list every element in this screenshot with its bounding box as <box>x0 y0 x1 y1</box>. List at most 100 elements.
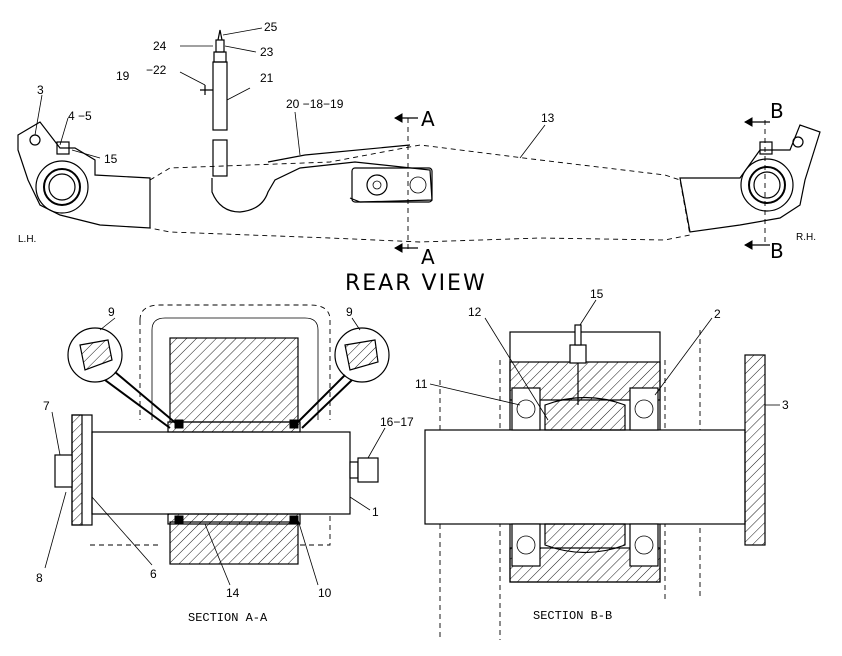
leader-14 <box>204 523 231 586</box>
section-b-flange <box>744 354 766 546</box>
leader-8 <box>44 491 67 569</box>
right-bearing-outer <box>740 158 794 212</box>
leader-7 <box>51 411 61 456</box>
detail-left-leader-a <box>114 371 179 426</box>
left-bearing-inner <box>43 168 81 206</box>
section-b-letter-bottom: B <box>770 239 784 263</box>
section-a-plate-hatch <box>71 414 83 526</box>
section-b-letter-top: B <box>770 99 784 123</box>
section-a-seal-tl <box>174 419 184 429</box>
callout-14: 14 <box>226 586 240 600</box>
rear-view-title: REAR VIEW <box>345 271 487 296</box>
leader-9-right <box>351 317 361 331</box>
callout-22: −22 <box>146 63 167 77</box>
leader-1 <box>349 496 371 511</box>
detail-bubble-left-seal <box>79 339 113 371</box>
left-lug-hole <box>29 134 41 146</box>
detail-bubble-right <box>334 327 390 383</box>
leader-3 <box>34 94 43 136</box>
detail-right-leader-b <box>301 379 353 429</box>
left-bearing-core <box>48 173 76 201</box>
right-bearing-inner <box>748 166 786 204</box>
leader-2 <box>654 317 713 396</box>
section-b-fitting-stem <box>574 324 582 346</box>
callout-20-18-19: 20 −18−19 <box>286 97 344 111</box>
section-b-bearing-tr <box>629 387 659 431</box>
elbow-22 <box>200 85 213 95</box>
section-b-caption: SECTION B-B <box>533 609 612 623</box>
section-a-letter-top: A <box>421 107 435 131</box>
axle-beam-outline <box>149 144 691 243</box>
rear-view: A A B B L.H. R.H. REAR VIEW 3 4 −5 15 13… <box>17 20 821 296</box>
section-a-grease-nipple <box>357 457 379 483</box>
leader-15-secb <box>579 299 597 326</box>
section-a-arrowhead-bot <box>393 243 403 253</box>
leader-6 <box>91 496 153 566</box>
center-pin-hole <box>372 180 382 190</box>
right-side-label: R.H. <box>796 232 816 243</box>
left-arm <box>17 121 151 229</box>
section-b-roller-br <box>634 535 654 555</box>
section-a-a: 9 9 7 8 6 14 10 1 16−17 SECTION A-A <box>36 304 414 625</box>
leader-11 <box>429 383 521 406</box>
section-a-arrowhead-top <box>393 113 403 123</box>
callout-8: 8 <box>36 571 43 585</box>
callout-9-right: 9 <box>346 305 353 319</box>
leader-12 <box>484 317 549 421</box>
leader-25 <box>222 27 263 36</box>
section-b-spacer-top <box>544 396 626 431</box>
callout-15-rear: 15 <box>104 152 118 166</box>
section-b-roller-tr <box>634 399 654 419</box>
grease-tube <box>212 61 228 131</box>
callout-11: 11 <box>415 377 428 391</box>
section-b-spacer-bottom <box>544 523 626 554</box>
leader-9-left <box>99 317 116 331</box>
leader-13 <box>519 124 546 159</box>
leader-10 <box>297 519 319 586</box>
section-b-roller-bl <box>516 535 536 555</box>
right-fitting <box>759 141 773 155</box>
leader-21 <box>226 87 251 101</box>
section-a-seal-tr <box>289 419 299 429</box>
section-b-shaft <box>424 429 746 525</box>
callout-9-left: 9 <box>108 305 115 319</box>
section-b-roller-tl <box>516 399 536 419</box>
callout-21: 21 <box>260 71 274 85</box>
callout-13: 13 <box>541 111 555 125</box>
left-bearing-outer <box>35 160 89 214</box>
fitting-cap <box>215 39 225 53</box>
center-pin-nut <box>366 174 388 196</box>
section-a-upper-block <box>169 337 299 423</box>
right-bearing-core <box>753 171 781 199</box>
left-side-label: L.H. <box>18 234 36 245</box>
callout-1: 1 <box>372 505 379 519</box>
section-a-pin <box>91 431 351 515</box>
callout-12: 12 <box>468 305 482 319</box>
section-a-bushing-top <box>167 421 301 433</box>
section-a-housing <box>90 304 331 546</box>
section-b-b: 15 12 11 2 3 SECTION B-B <box>415 287 789 640</box>
leader-15 <box>71 149 101 159</box>
hose <box>267 144 411 163</box>
section-a-bolt-head <box>54 454 73 488</box>
callout-7: 7 <box>43 399 50 413</box>
section-a-letter-bottom: A <box>421 245 435 269</box>
fitting-body <box>213 51 227 63</box>
detail-right-leader-a <box>294 374 346 426</box>
center-bracket <box>211 161 433 213</box>
fitting-tip <box>217 29 223 41</box>
section-b-fitting-body <box>569 344 587 364</box>
callout-24: 24 <box>153 39 167 53</box>
callout-19: 19 <box>116 69 130 83</box>
callout-3-secb: 3 <box>782 398 789 412</box>
detail-bubble-right-seal <box>344 339 379 371</box>
section-b-bearing-tl <box>511 387 541 431</box>
leader-20 <box>294 111 301 156</box>
section-b-arrowhead-bot <box>743 240 753 250</box>
callout-6: 6 <box>150 567 157 581</box>
left-fitting <box>56 141 70 155</box>
section-a-caption: SECTION A-A <box>188 611 268 625</box>
leader-4-5 <box>59 117 69 146</box>
callout-2: 2 <box>714 307 721 321</box>
section-a-lower-block <box>169 521 299 565</box>
